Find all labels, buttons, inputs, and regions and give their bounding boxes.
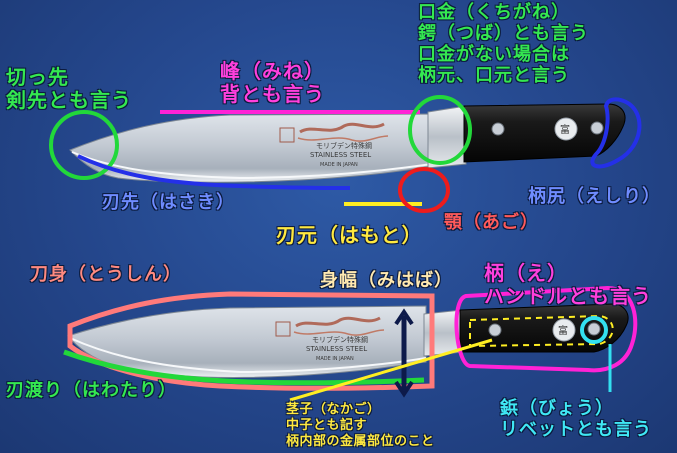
knife-top xyxy=(69,103,626,183)
tsukajiri-marker xyxy=(590,97,642,169)
handle-badge-text: 富 xyxy=(560,123,570,136)
maker-emblem-icon xyxy=(552,318,576,342)
label-ago: 顎（あご） xyxy=(444,212,539,233)
label-tsuka: 柄（え） ハンドルとも言う xyxy=(484,262,652,308)
blade-stamp-3: MADE IN JAPAN xyxy=(320,162,358,168)
label-kuchigane-line3: 口金がない場合は xyxy=(418,44,570,65)
label-kuchigane-line1: 口金（くちがね） xyxy=(418,2,570,23)
label-mihaba: 身幅（みはば） xyxy=(320,270,453,291)
label-toushin: 刀身（とうしん） xyxy=(30,264,182,285)
label-mine-line1: 峰（みね） xyxy=(220,59,325,83)
blade-stamp-2: STAINLESS STEEL xyxy=(306,345,367,353)
rivet-icon xyxy=(491,122,505,136)
label-tsukajiri: 柄尻（えしり） xyxy=(528,186,661,207)
rivet-icon xyxy=(488,323,502,337)
label-hamoto: 刃元（はもと） xyxy=(276,223,423,247)
maker-emblem-icon xyxy=(554,117,578,141)
tang-outline xyxy=(469,314,614,348)
knife-top-handle xyxy=(463,103,626,163)
kuchigane-marker xyxy=(408,95,472,165)
label-nakago-line2: 中子とも記す xyxy=(286,418,368,433)
rivet-icon xyxy=(587,322,601,336)
label-tsuka-line1: 柄（え） xyxy=(484,261,568,285)
label-kissaki-line1: 切っ先 xyxy=(6,65,69,89)
label-byou-line1: 鋲（びょう） xyxy=(500,398,614,419)
label-byou-line2: リベットとも言う xyxy=(500,419,652,440)
knife-bottom-handle xyxy=(459,303,629,353)
tsuka-marker xyxy=(454,285,638,373)
blade-stamp-3: MADE IN JAPAN xyxy=(316,356,354,362)
byou-marker xyxy=(580,316,608,344)
blade-stamp-2: STAINLESS STEEL xyxy=(310,151,371,159)
rivet-icon xyxy=(590,121,604,135)
hasaki-marker xyxy=(77,154,351,190)
knife-top-blade xyxy=(69,113,433,183)
label-mine-line2: 背とも言う xyxy=(220,82,325,106)
label-tsuka-line2: ハンドルとも言う xyxy=(484,284,652,308)
label-hawatari: 刃渡り（はわたり） xyxy=(6,380,177,401)
dragon-engraving-icon xyxy=(279,122,389,143)
knife-bottom-bevel xyxy=(69,337,427,374)
nakago-pointer xyxy=(289,338,493,402)
label-kuchigane-line2: 鍔（つば）とも言う xyxy=(418,23,589,44)
dragon-engraving-icon xyxy=(275,316,385,337)
ago-marker xyxy=(398,167,450,213)
label-byou: 鋲（びょう） リベットとも言う xyxy=(500,398,652,440)
label-kissaki-line2: 剣先とも言う xyxy=(6,88,132,112)
hawatari-marker xyxy=(63,349,425,386)
handle-badge-text: 富 xyxy=(558,324,568,337)
label-nakago-line3: 柄内部の金属部位のこと xyxy=(286,434,435,449)
label-kuchigane: 口金（くちがね） 鍔（つば）とも言う 口金がない場合は 柄元、口元と言う xyxy=(418,2,589,86)
label-nakago-line1: 茎子（なかご） xyxy=(286,402,381,417)
kissaki-marker xyxy=(49,110,119,180)
blade-stamp-1: モリブデン特殊鋼 xyxy=(316,141,372,150)
blade-stamp-1: モリブデン特殊鋼 xyxy=(312,335,368,344)
mihaba-marker xyxy=(394,308,414,398)
label-nakago: 茎子（なかご） 中子とも記す 柄内部の金属部位のこと xyxy=(286,402,435,450)
label-hasaki: 刃先（はさき） xyxy=(102,192,235,213)
label-mine: 峰（みね） 背とも言う xyxy=(220,60,325,106)
label-kissaki: 切っ先 剣先とも言う xyxy=(6,66,132,112)
label-kuchigane-line4: 柄元、口元と言う xyxy=(418,65,570,86)
knife-top-bolster xyxy=(427,105,467,169)
